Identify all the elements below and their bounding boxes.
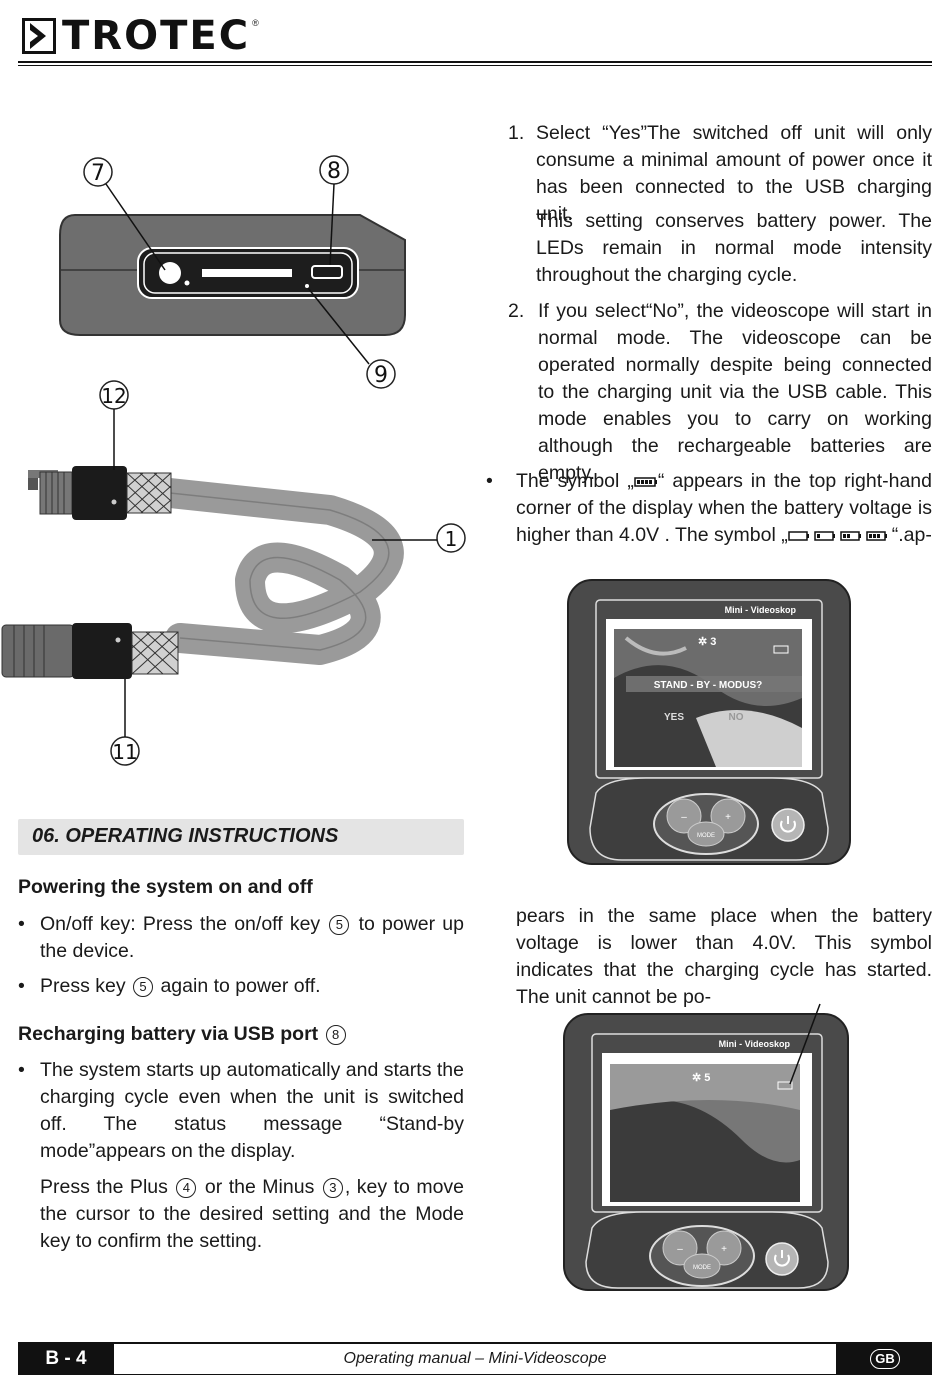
device2-brightness: 5: [704, 1072, 710, 1084]
svg-text:✲ 5: ✲ 5: [692, 1072, 710, 1084]
header-rule-thin: [18, 65, 932, 66]
device1-yes-option[interactable]: YES: [664, 712, 684, 723]
step-2-number: 2.: [508, 300, 525, 322]
device1-prompt: STAND - BY - MODUS?: [654, 680, 763, 691]
key-4-symbol: 4: [176, 1178, 197, 1198]
callout-11: 11: [112, 740, 137, 764]
trotec-logo: TROTEC ®: [22, 16, 259, 56]
step-1-note: This setting conserves battery power. Th…: [536, 210, 932, 286]
battery-full-icon: [634, 477, 657, 487]
bullet-text-post: “.ap-: [891, 524, 932, 546]
usb-port-8-symbol: 8: [325, 1025, 346, 1045]
section-heading-bar: 06. OPERATING INSTRUCTIONS: [18, 819, 464, 855]
callout-8: 8: [327, 159, 341, 184]
key-3-symbol: 3: [322, 1178, 343, 1198]
device1-no-option[interactable]: NO: [729, 712, 744, 723]
device2-brand-label: Mini - Videoskop: [719, 1039, 791, 1049]
header-rule: [18, 61, 932, 63]
callout-12: 12: [101, 384, 126, 408]
connector-diagram: 7 8 9 12 1 11: [1, 155, 466, 766]
device2-minus-key[interactable]: –: [677, 1244, 683, 1255]
device2-plus-key[interactable]: +: [721, 1244, 727, 1255]
key-5-symbol: 5: [133, 977, 154, 997]
language-badge: GB: [836, 1344, 932, 1374]
svg-text:✲ 3: ✲ 3: [698, 636, 716, 648]
registered-mark: ®: [252, 18, 259, 28]
videoscope-standby-display: Mini - Videoskop ✲ 3 STAND - BY - MODUS?…: [567, 579, 851, 865]
step-1-text: Select “Yes”The switched off unit will o…: [536, 122, 932, 225]
callout-7: 7: [91, 161, 105, 186]
step-1: 1. Select “Yes”The switched off unit wil…: [508, 120, 932, 228]
bullet-text-mid: “ appears in the top right-hand corner o…: [516, 470, 932, 546]
key-5-symbol: 5: [329, 915, 350, 935]
device1-minus-key[interactable]: –: [681, 812, 687, 823]
power-bullet-2: • Press key 5 again to power off.: [18, 975, 321, 997]
device1-plus-key[interactable]: +: [725, 812, 731, 823]
logo-chevron-icon: [22, 18, 56, 54]
callout-9: 9: [374, 363, 388, 388]
usb-heading: Recharging battery via USB port 8: [18, 1023, 348, 1046]
usb-instructions: Press the Plus 4 or the Minus 3, key to …: [40, 1176, 465, 1252]
device2-mode-key[interactable]: MODE: [693, 1265, 711, 1271]
device1-brightness: 3: [710, 636, 716, 648]
battery-symbol-bullet: • The symbol „“ appears in the top right…: [486, 470, 932, 546]
battery-continuation: pears in the same place when the battery…: [516, 905, 932, 1008]
videoscope-charging-display: Mini - Videoskop ✲ 5 – + MODE: [563, 1003, 849, 1291]
callout-1: 1: [445, 527, 458, 551]
step-2: 2. If you select“No”, the videoscope wil…: [508, 298, 932, 487]
device1-power-icon[interactable]: [780, 816, 796, 833]
step-1-number: 1.: [508, 122, 525, 144]
bullet-text-pre: The symbol „: [516, 470, 634, 492]
language-code: GB: [870, 1349, 900, 1369]
power-heading: Powering the system on and off: [18, 876, 313, 898]
usb-bullet-1: • The system starts up automatically and…: [18, 1059, 464, 1162]
brand-name: TROTEC: [62, 13, 251, 59]
page-footer: B - 4 Operating manual – Mini-Videoscope…: [18, 1342, 932, 1375]
step-2-text: If you select“No”, the videoscope will s…: [538, 300, 932, 484]
section-title: 06. OPERATING INSTRUCTIONS: [32, 825, 339, 847]
device1-brand-label: Mini - Videoskop: [725, 605, 797, 615]
battery-charging-icons: [787, 531, 887, 541]
footer-title: Operating manual – Mini-Videoscope: [343, 1350, 607, 1367]
page-number: B - 4: [18, 1344, 114, 1374]
device2-power-icon[interactable]: [774, 1250, 790, 1267]
device1-mode-key[interactable]: MODE: [697, 833, 715, 839]
power-bullet-1: • On/off key: Press the on/off key 5 to …: [18, 913, 464, 962]
